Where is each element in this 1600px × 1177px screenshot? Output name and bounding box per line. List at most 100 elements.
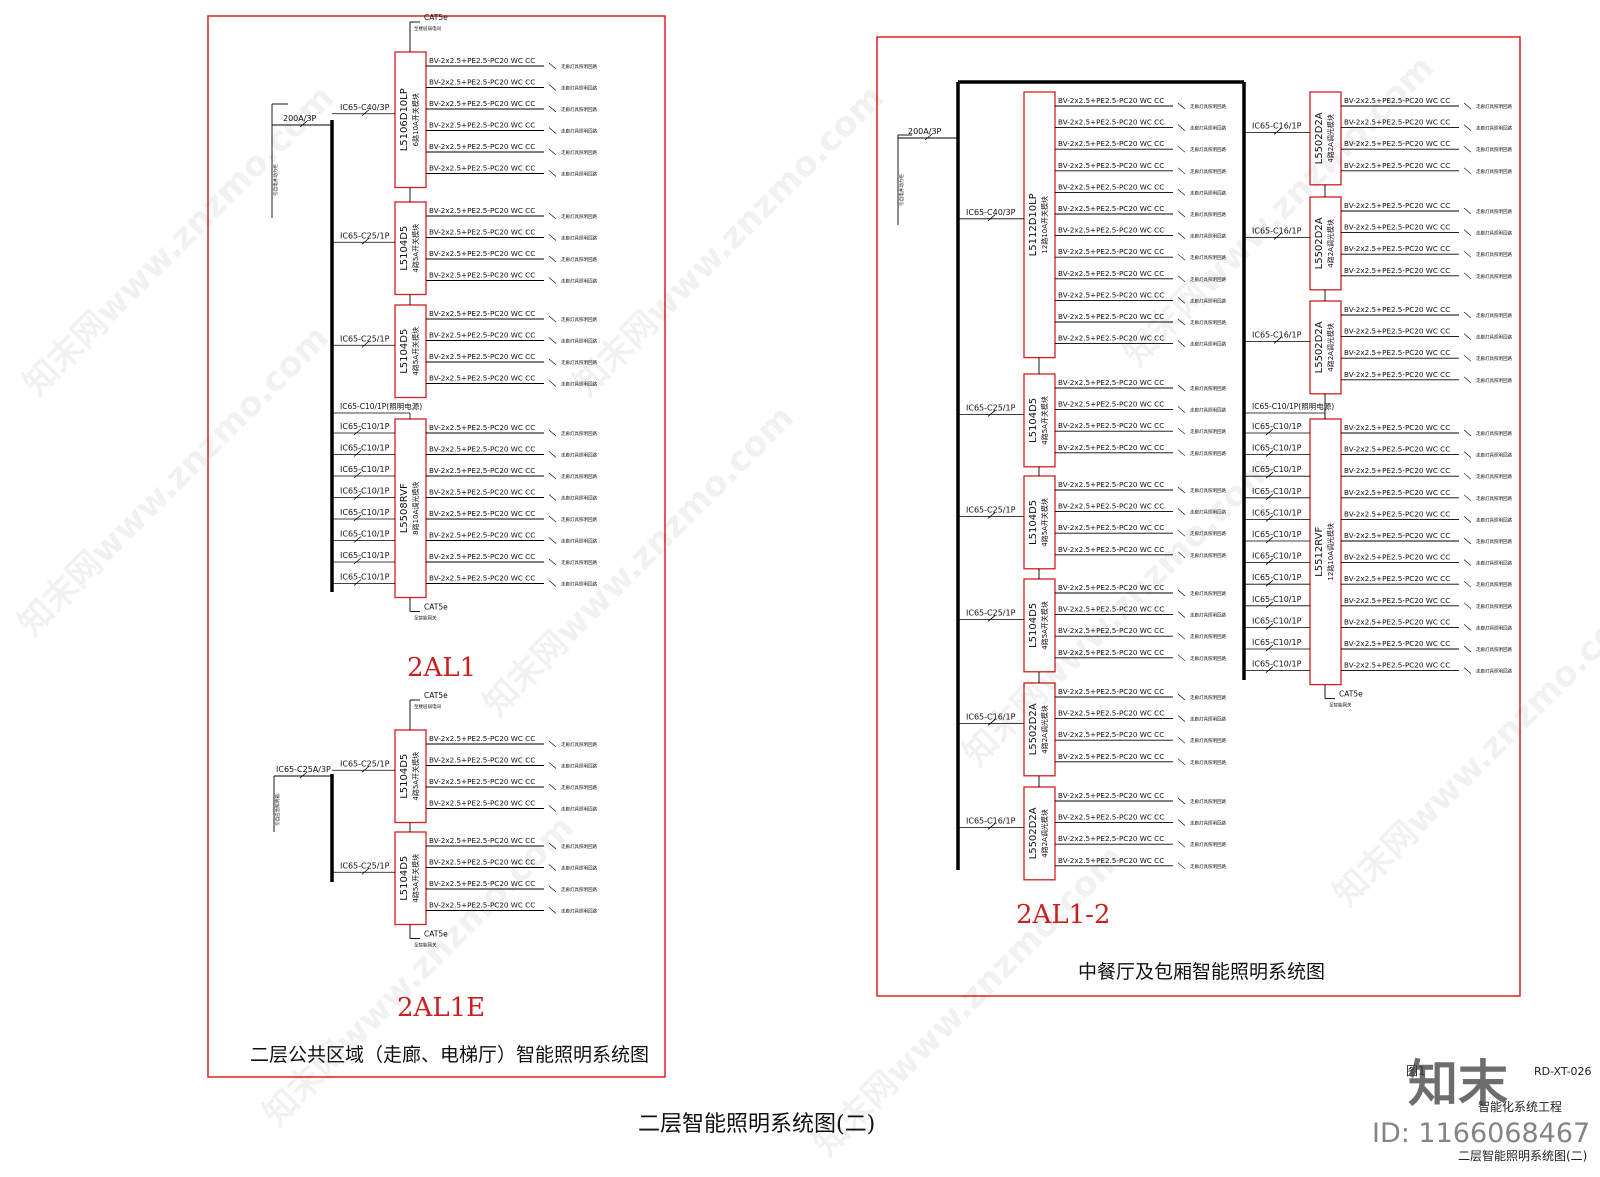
module-spec: 4路2A调光模块 — [1040, 809, 1049, 858]
circuit-breaker-mark — [1177, 384, 1186, 392]
circuit-cable-label: BV-2x2.5+PE2.5-PC20 WC CC — [429, 121, 535, 130]
circuit-load-label: 走廊灯具照明回路 — [561, 473, 597, 480]
module-model: L5502D2A — [1314, 217, 1325, 269]
circuit-cable-label: BV-2x2.5+PE2.5-PC20 WC CC — [1058, 523, 1164, 532]
breaker-symbol — [361, 867, 370, 875]
feeder-breaker-label: IC65-C10/1P — [340, 465, 390, 474]
module-box — [1023, 578, 1056, 673]
circuit-cable-label: BV-2x2.5+PE2.5-PC20 WC CC — [429, 836, 535, 845]
feed-label: 引自电井动力柜 — [272, 164, 279, 196]
circuit-breaker-mark — [548, 277, 557, 284]
module-model: L5104D5 — [1028, 603, 1039, 648]
circuit-load-label: 走廊灯具照明回路 — [1190, 716, 1226, 723]
circuit-cable-label: BV-2x2.5+PE2.5-PC20 WC CC — [1344, 244, 1450, 253]
feeder-breaker-label: IC65-C25/1P — [340, 334, 390, 343]
watermark-logo: 知末 — [1408, 1055, 1508, 1113]
feeder-breaker-label: IC65-C10/1P(照明电源) — [340, 401, 422, 411]
breaker-symbol — [361, 765, 370, 773]
circuit-breaker-mark — [1177, 654, 1186, 662]
circuit-breaker-mark — [548, 337, 557, 344]
circuit-load-label: 走廊灯具照明回路 — [561, 359, 597, 366]
circuit-load-label: 走廊灯具照明回路 — [1476, 273, 1512, 280]
breaker-symbol — [353, 450, 362, 457]
circuit-cable-label: BV-2x2.5+PE2.5-PC20 WC CC — [1344, 118, 1450, 127]
circuit-cable-label: BV-2x2.5+PE2.5-PC20 WC CC — [429, 164, 535, 173]
feed-label: 引自电井动力柜 — [898, 174, 905, 206]
module-box — [394, 418, 427, 599]
circuit-cable-label: BV-2x2.5+PE2.5-PC20 WC CC — [1058, 834, 1164, 843]
breaker-symbol — [353, 579, 362, 586]
circuit-cable-label: BV-2x2.5+PE2.5-PC20 WC CC — [1058, 334, 1164, 343]
circuit-load-label: 走廊灯具照明回路 — [561, 213, 597, 220]
circuit-cable-label: BV-2x2.5+PE2.5-PC20 WC CC — [1344, 266, 1450, 275]
circuit-cable-label: BV-2x2.5+PE2.5-PC20 WC CC — [1344, 509, 1450, 518]
circuit-load-label: 走廊灯具照明回路 — [1190, 341, 1226, 348]
circuit-load-label: 走廊灯具照明回路 — [1190, 125, 1226, 132]
feeder-breaker-label: IC65-C16/1P — [1252, 226, 1302, 235]
circuit-breaker-mark — [1177, 551, 1186, 559]
feeder-breaker-label: IC65-C10/1P — [1252, 487, 1302, 496]
module-box — [394, 51, 427, 189]
circuit-load-label: 走廊灯具照明回路 — [1190, 509, 1226, 516]
circuit-breaker-mark — [1463, 167, 1472, 175]
breaker-symbol — [987, 410, 996, 417]
breaker-symbol — [1273, 233, 1282, 240]
circuit-cable-label: BV-2x2.5+PE2.5-PC20 WC CC — [429, 271, 535, 280]
circuit-breaker-mark — [548, 234, 557, 241]
breaker-symbol — [353, 493, 362, 500]
feeder-breaker-label: IC65-C10/1P — [1252, 530, 1302, 539]
circuit-breaker-mark — [1463, 272, 1472, 280]
circuit-cable-label: BV-2x2.5+PE2.5-PC20 WC CC — [1058, 545, 1164, 554]
circuit-cable-label: BV-2x2.5+PE2.5-PC20 WC CC — [429, 466, 535, 475]
circuit-load-label: 走廊灯具照明回路 — [1476, 430, 1512, 437]
circuit-cable-label: BV-2x2.5+PE2.5-PC20 WC CC — [429, 799, 535, 808]
circuit-breaker-mark — [548, 494, 557, 501]
circuit-breaker-mark — [548, 907, 557, 914]
module-model: L5104D5 — [399, 329, 410, 374]
circuit-load-label: 走廊灯具照明回路 — [1476, 581, 1512, 588]
breaker-symbol — [987, 719, 996, 726]
circuit-cable-label: BV-2x2.5+PE2.5-PC20 WC CC — [1344, 423, 1450, 432]
module-model: L5502D2A — [1028, 703, 1039, 755]
circuit-breaker-mark — [1177, 736, 1186, 744]
circuit-cable-label: BV-2x2.5+PE2.5-PC20 WC CC — [429, 249, 535, 258]
feeder-breaker-label: IC65-C25/1P — [340, 231, 390, 240]
circuit-breaker-mark — [548, 762, 557, 769]
breaker-symbol — [987, 214, 996, 222]
circuit-load-label: 走廊灯具照明回路 — [1190, 407, 1226, 414]
circuit-breaker-mark — [1463, 207, 1472, 215]
circuit-breaker-mark — [548, 842, 557, 850]
circuit-breaker-mark — [1463, 494, 1472, 502]
circuit-cable-label: BV-2x2.5+PE2.5-PC20 WC CC — [1058, 182, 1164, 191]
circuit-cable-label: BV-2x2.5+PE2.5-PC20 WC CC — [429, 142, 535, 151]
page-title: 二层智能照明系统图(二) — [638, 1112, 876, 1137]
circuit-breaker-mark — [1177, 693, 1186, 701]
incoming-breaker-label: 200A/3P — [908, 127, 942, 136]
feeder-breaker-label: IC65-C10/1P — [1252, 660, 1302, 669]
circuit-breaker-mark — [548, 170, 557, 177]
circuit-breaker-mark — [548, 315, 557, 323]
circuit-cable-label: BV-2x2.5+PE2.5-PC20 WC CC — [1344, 223, 1450, 232]
circuit-cable-label: BV-2x2.5+PE2.5-PC20 WC CC — [429, 756, 535, 765]
network-cable-note: 至楼层弱电间 — [414, 25, 441, 32]
circuit-breaker-mark — [548, 783, 557, 791]
module-spec: 4路2A调光模块 — [1326, 323, 1335, 372]
circuit-cable-label: BV-2x2.5+PE2.5-PC20 WC CC — [1058, 730, 1164, 739]
circuit-breaker-mark — [1463, 311, 1472, 319]
module-spec: 4路5A开关模块 — [411, 224, 420, 273]
circuit-breaker-mark — [1177, 210, 1186, 218]
module-spec: 4路2A调光模块 — [1326, 114, 1335, 163]
circuit-load-label: 走廊灯具照明回路 — [561, 316, 597, 323]
feeder-breaker-label: IC65-C40/3P — [966, 208, 1016, 217]
circuit-load-label: 走廊灯具照明回路 — [1190, 633, 1226, 640]
panel-name-2al1e: 2AL1E — [397, 993, 486, 1023]
circuit-breaker-mark — [1463, 645, 1472, 653]
circuit-cable-label: BV-2x2.5+PE2.5-PC20 WC CC — [1058, 378, 1164, 387]
circuit-cable-label: BV-2x2.5+PE2.5-PC20 WC CC — [1058, 312, 1164, 321]
feeder-breaker-label: IC65-C10/1P — [1252, 422, 1302, 431]
network-cable-label: CAT5e — [424, 603, 448, 612]
network-cable-label: CAT5e — [1339, 690, 1363, 699]
circuit-cable-label: BV-2x2.5+PE2.5-PC20 WC CC — [429, 331, 535, 340]
circuit-load-label: 走廊灯具照明回路 — [1190, 297, 1226, 304]
circuit-cable-label: BV-2x2.5+PE2.5-PC20 WC CC — [1058, 502, 1164, 511]
